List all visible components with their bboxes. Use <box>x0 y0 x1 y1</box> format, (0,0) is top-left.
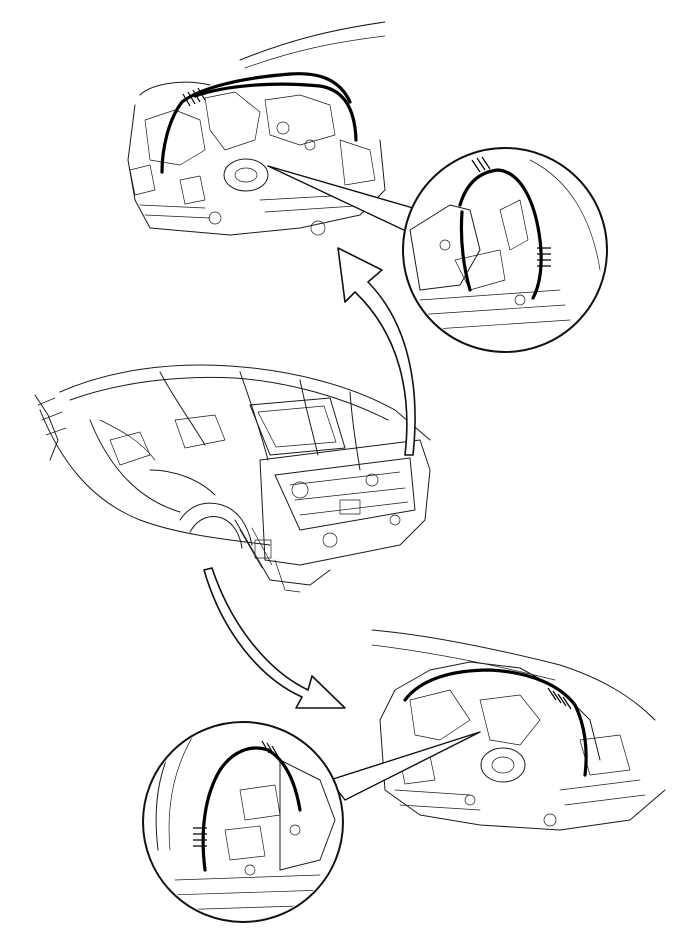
arrow-down-to-right-wheelhouse <box>203 567 346 709</box>
detail-magnifier-top <box>402 147 608 353</box>
sealer-hatch-bottom <box>547 687 572 710</box>
sealer-line-bottom <box>403 668 588 777</box>
sealer-hatch-detail-top <box>471 156 551 267</box>
car-body-shell <box>34 364 431 593</box>
arrow-up-to-left-wheelhouse <box>337 247 416 456</box>
sealer-hatch-detail-bottom <box>193 740 280 847</box>
sealer-line-detail-top <box>458 168 543 300</box>
detail-magnifier-bottom <box>142 721 344 923</box>
sealer-hatch-top <box>182 87 206 107</box>
top-wheelhouse-view <box>127 21 386 236</box>
sealer-line-top <box>160 72 352 174</box>
bottom-wheelhouse-view <box>371 629 666 831</box>
callout-pointer-bottom <box>329 731 481 801</box>
